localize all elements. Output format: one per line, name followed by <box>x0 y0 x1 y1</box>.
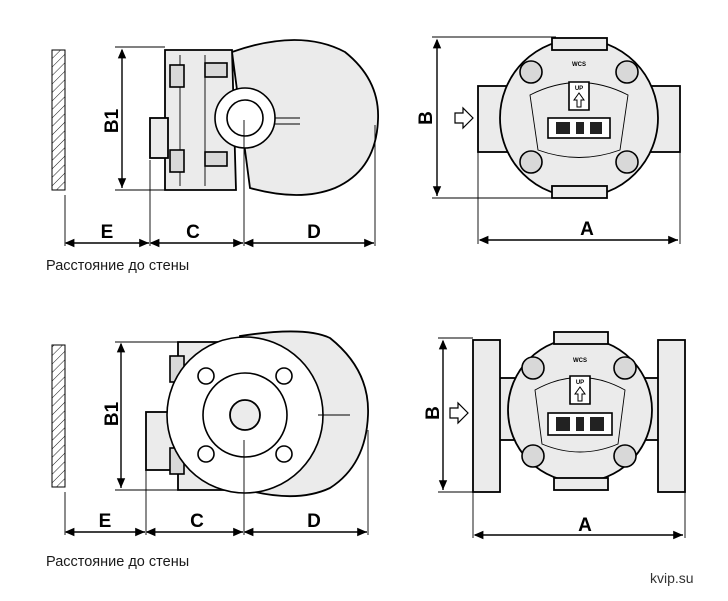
bolt <box>613 444 637 468</box>
side-boss <box>149 117 169 159</box>
bolt <box>521 356 545 380</box>
wall-hatch <box>51 344 66 488</box>
dim-label-b: B <box>416 111 437 125</box>
dim-label-d: D <box>307 511 321 532</box>
brand-mark: WCS <box>573 358 587 364</box>
flow-arrow-icon <box>574 386 586 402</box>
port-bore <box>226 99 264 137</box>
flange-bolt-hole <box>197 367 215 385</box>
brand-mark: WCS <box>572 62 586 68</box>
flow-mark: UP <box>576 380 584 386</box>
bolt <box>204 151 228 167</box>
dim-label-c: C <box>190 511 204 532</box>
flange-bolt-hole <box>197 445 215 463</box>
bolt <box>615 150 639 174</box>
bottom-lug <box>551 185 608 199</box>
outlet-flange <box>657 339 686 493</box>
dim-label-a: A <box>580 219 594 240</box>
side-view-threaded: B1 E C D <box>51 39 379 248</box>
bolt <box>169 149 185 173</box>
flange-bolt-hole <box>275 367 293 385</box>
dim-label-b1: B1 <box>102 401 123 426</box>
front-view-flanged: WCS UP B A <box>423 331 686 540</box>
inlet-flange <box>472 339 501 493</box>
bolt <box>204 62 228 78</box>
caption-wall-distance: Расстояние до стены <box>46 554 190 570</box>
dim-label-b: B <box>423 406 444 420</box>
dim-label-c: C <box>186 222 200 243</box>
top-lug <box>551 37 608 51</box>
flow-arrow-icon <box>573 92 585 108</box>
top-lug <box>553 331 609 345</box>
bolt <box>521 444 545 468</box>
front-view-threaded: WCS UP B A <box>416 36 681 245</box>
dim-label-d: D <box>307 222 321 243</box>
bolt <box>613 356 637 380</box>
caption-wall-distance: Расстояние до стены <box>46 258 190 274</box>
wall-hatch <box>51 49 66 191</box>
inlet-flow-arrow-icon <box>454 106 474 130</box>
bolt <box>519 60 543 84</box>
dim-label-a: A <box>578 515 592 536</box>
site-watermark: kvip.su <box>650 570 694 586</box>
cover-body <box>231 39 379 196</box>
flow-mark: UP <box>575 86 583 92</box>
inlet-flow-arrow-icon <box>449 401 469 425</box>
bolt <box>519 150 543 174</box>
dim-label-e: E <box>99 511 112 532</box>
side-view-flanged: B1 E C D <box>51 330 369 537</box>
bolt <box>615 60 639 84</box>
dim-label-b1: B1 <box>102 108 123 133</box>
dim-label-e: E <box>101 222 114 243</box>
bottom-lug <box>553 477 609 491</box>
flange-bolt-hole <box>275 445 293 463</box>
flange-bore <box>229 399 261 431</box>
bolt <box>169 64 185 88</box>
